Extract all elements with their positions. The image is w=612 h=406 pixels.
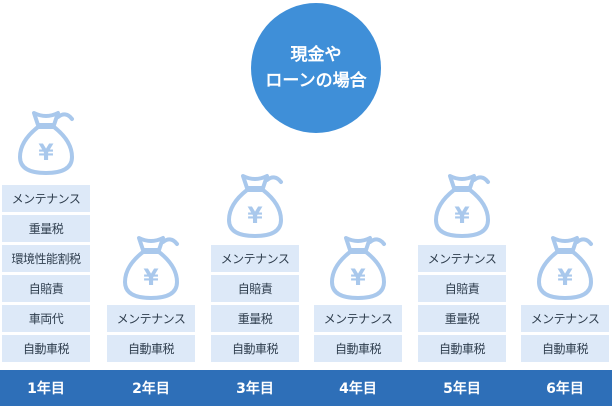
cost-item: 重量税 [2,215,90,242]
cost-item: 自動車税 [314,335,402,362]
cost-stack: メンテナンス 重量税 環境性能割税 自賠責 車両代 自動車税 [2,185,90,362]
money-bag-icon: ¥ [119,232,183,302]
cost-item: 重量税 [418,305,506,332]
cost-item: 自賠責 [2,275,90,302]
cost-item: 重量税 [211,305,299,332]
cost-stack: メンテナンス 自賠責 重量税 自動車税 [418,245,506,362]
yen-symbol: ¥ [454,204,470,229]
cost-item: 環境性能割税 [2,245,90,272]
year-label: 3年目 [236,381,274,397]
yen-symbol: ¥ [247,204,263,229]
cost-item: 自賠責 [418,275,506,302]
yen-symbol: ¥ [143,266,159,291]
title-line-2: ローンの場合 [265,71,367,91]
title-line-1: 現金や [290,45,342,65]
year-column-3: ¥ メンテナンス 自賠責 重量税 自動車税 [211,0,299,406]
cost-item: 自動車税 [521,335,609,362]
cost-item: メンテナンス [211,245,299,272]
cost-item: メンテナンス [2,185,90,212]
money-bag-icon: ¥ [223,170,287,240]
cost-item: メンテナンス [418,245,506,272]
cost-item: 自動車税 [2,335,90,362]
cost-item: メンテナンス [314,305,402,332]
year-label: 2年目 [132,381,170,397]
cost-stack: メンテナンス 自動車税 [521,305,609,362]
cost-item: メンテナンス [521,305,609,332]
cost-stack: メンテナンス 自動車税 [314,305,402,362]
year-bar: 1年目 2年目 3年目 4年目 5年目 6年目 [0,370,612,406]
year-label: 4年目 [339,381,377,397]
cost-stack: メンテナンス 自賠責 重量税 自動車税 [211,245,299,362]
cost-item: メンテナンス [107,305,195,332]
yen-symbol: ¥ [557,266,573,291]
year-column-2: ¥ メンテナンス 自動車税 [107,0,195,406]
cost-item: 車両代 [2,305,90,332]
money-bag-icon: ¥ [533,232,597,302]
yen-symbol: ¥ [350,266,366,291]
cost-item: 自賠責 [211,275,299,302]
cost-stack: メンテナンス 自動車税 [107,305,195,362]
cost-item: 自動車税 [418,335,506,362]
cost-item: 自動車税 [107,335,195,362]
year-column-1: ¥ メンテナンス 重量税 環境性能割税 自賠責 車両代 自動車税 [2,0,90,406]
money-bag-icon: ¥ [326,232,390,302]
money-bag-icon: ¥ [430,170,494,240]
year-label: 6年目 [546,381,584,397]
cost-item: 自動車税 [211,335,299,362]
year-label: 5年目 [443,381,481,397]
yen-symbol: ¥ [38,141,54,166]
year-column-5: ¥ メンテナンス 自賠責 重量税 自動車税 [418,0,506,406]
year-label: 1年目 [27,381,65,397]
year-column-6: ¥ メンテナンス 自動車税 [521,0,609,406]
money-bag-icon: ¥ [14,107,78,177]
year-column-4: ¥ メンテナンス 自動車税 [314,0,402,406]
title-circle: 現金や ローンの場合 [251,3,381,133]
